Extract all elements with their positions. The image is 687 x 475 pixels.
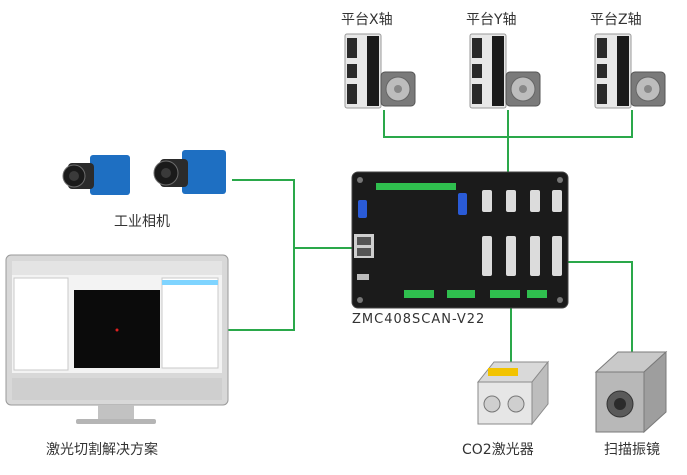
controller-board xyxy=(351,171,569,309)
servo-unit-x xyxy=(344,33,416,109)
servo-unit-y xyxy=(469,33,541,109)
connection-lines xyxy=(227,110,633,362)
label-camera: 工业相机 xyxy=(114,214,170,230)
label-axis-y: 平台Y轴 xyxy=(466,12,517,28)
pc-line xyxy=(227,248,295,331)
label-axis-z: 平台Z轴 xyxy=(590,12,642,28)
software-monitor xyxy=(5,254,229,424)
label-galvo: 扫描振镜 xyxy=(604,442,660,458)
label-software: 激光切割解决方案 xyxy=(46,442,158,458)
camera-line xyxy=(232,179,295,248)
label-controller: ZMC408SCAN-V22 xyxy=(352,312,486,327)
camera-left xyxy=(62,155,130,195)
servo-unit-z xyxy=(594,33,666,109)
label-axis-x: 平台X轴 xyxy=(341,12,393,28)
co2-laser xyxy=(476,360,550,426)
scan-galvo xyxy=(594,350,668,434)
galvo-line xyxy=(560,261,633,352)
label-laser: CO2激光器 xyxy=(462,442,534,458)
camera-right xyxy=(153,150,226,194)
